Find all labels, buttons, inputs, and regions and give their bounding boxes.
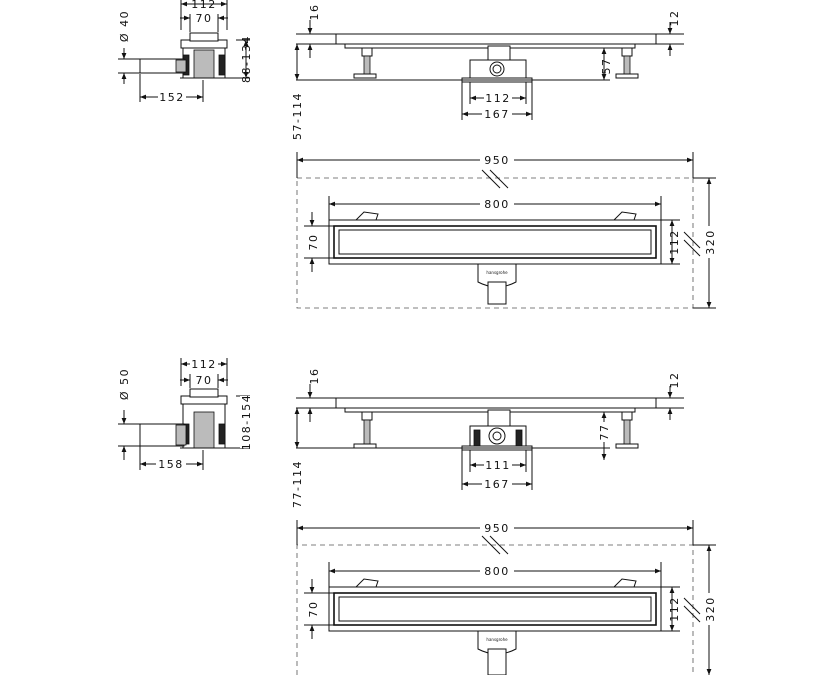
dim-a-side-dia: Ø 40 — [118, 10, 131, 42]
dim-b-side-70: 70 — [196, 374, 213, 387]
dim-b-front-167: 167 — [484, 478, 510, 491]
dim-b-front-range: 77-114 — [291, 460, 304, 508]
dim-a-plan-800: 800 — [484, 198, 510, 211]
front-view-a: 16 57-114 12 57 112 167 — [291, 4, 684, 140]
dim-a-plan-70: 70 — [307, 234, 320, 251]
plan-view-a: 950 800 hansgrohe 70 112 320 — [296, 152, 717, 309]
dim-b-plan-70: 70 — [307, 601, 320, 618]
brand-logo-b: hansgrohe — [486, 637, 508, 642]
dim-b-front-12: 12 — [668, 372, 681, 389]
dim-a-plan-320: 320 — [704, 229, 717, 255]
side-view-b: 112 70 108-154 Ø 50 158 — [118, 357, 254, 471]
dim-b-front-77: 77 — [598, 424, 611, 441]
dim-a-plan-112: 112 — [668, 229, 681, 255]
dim-a-plan-950: 950 — [484, 154, 510, 167]
dim-a-side-152: 152 — [159, 91, 185, 104]
dim-b-side-158: 158 — [158, 458, 184, 471]
dim-a-front-range: 57-114 — [291, 92, 304, 140]
plan-view-b: 950 800 hansgrohe 70 112 320 — [296, 520, 717, 675]
dim-a-front-112: 112 — [485, 92, 511, 105]
dim-b-plan-112: 112 — [668, 596, 681, 622]
front-view-b: 16 77-114 12 77 111 167 — [291, 368, 684, 508]
dim-b-side-112: 112 — [191, 358, 217, 371]
dim-a-side-112: 112 — [191, 0, 217, 11]
dim-b-side-dia: Ø 50 — [118, 368, 131, 400]
dim-a-side-70: 70 — [196, 12, 213, 25]
dim-a-side-height: 88-134 — [240, 35, 253, 83]
dim-a-front-16: 16 — [308, 4, 321, 21]
dim-a-front-12: 12 — [668, 10, 681, 27]
dim-b-front-16: 16 — [308, 368, 321, 385]
dim-b-front-111: 111 — [485, 459, 511, 472]
dim-b-plan-950: 950 — [484, 522, 510, 535]
dim-b-plan-320: 320 — [704, 596, 717, 622]
dim-a-front-57: 57 — [600, 58, 613, 75]
dim-a-front-167: 167 — [484, 108, 510, 121]
brand-logo-a: hansgrohe — [486, 270, 508, 275]
dim-b-side-height: 108-154 — [240, 394, 253, 450]
dim-b-plan-800: 800 — [484, 565, 510, 578]
side-view-a: 112 70 88-134 Ø 40 152 — [118, 0, 253, 104]
